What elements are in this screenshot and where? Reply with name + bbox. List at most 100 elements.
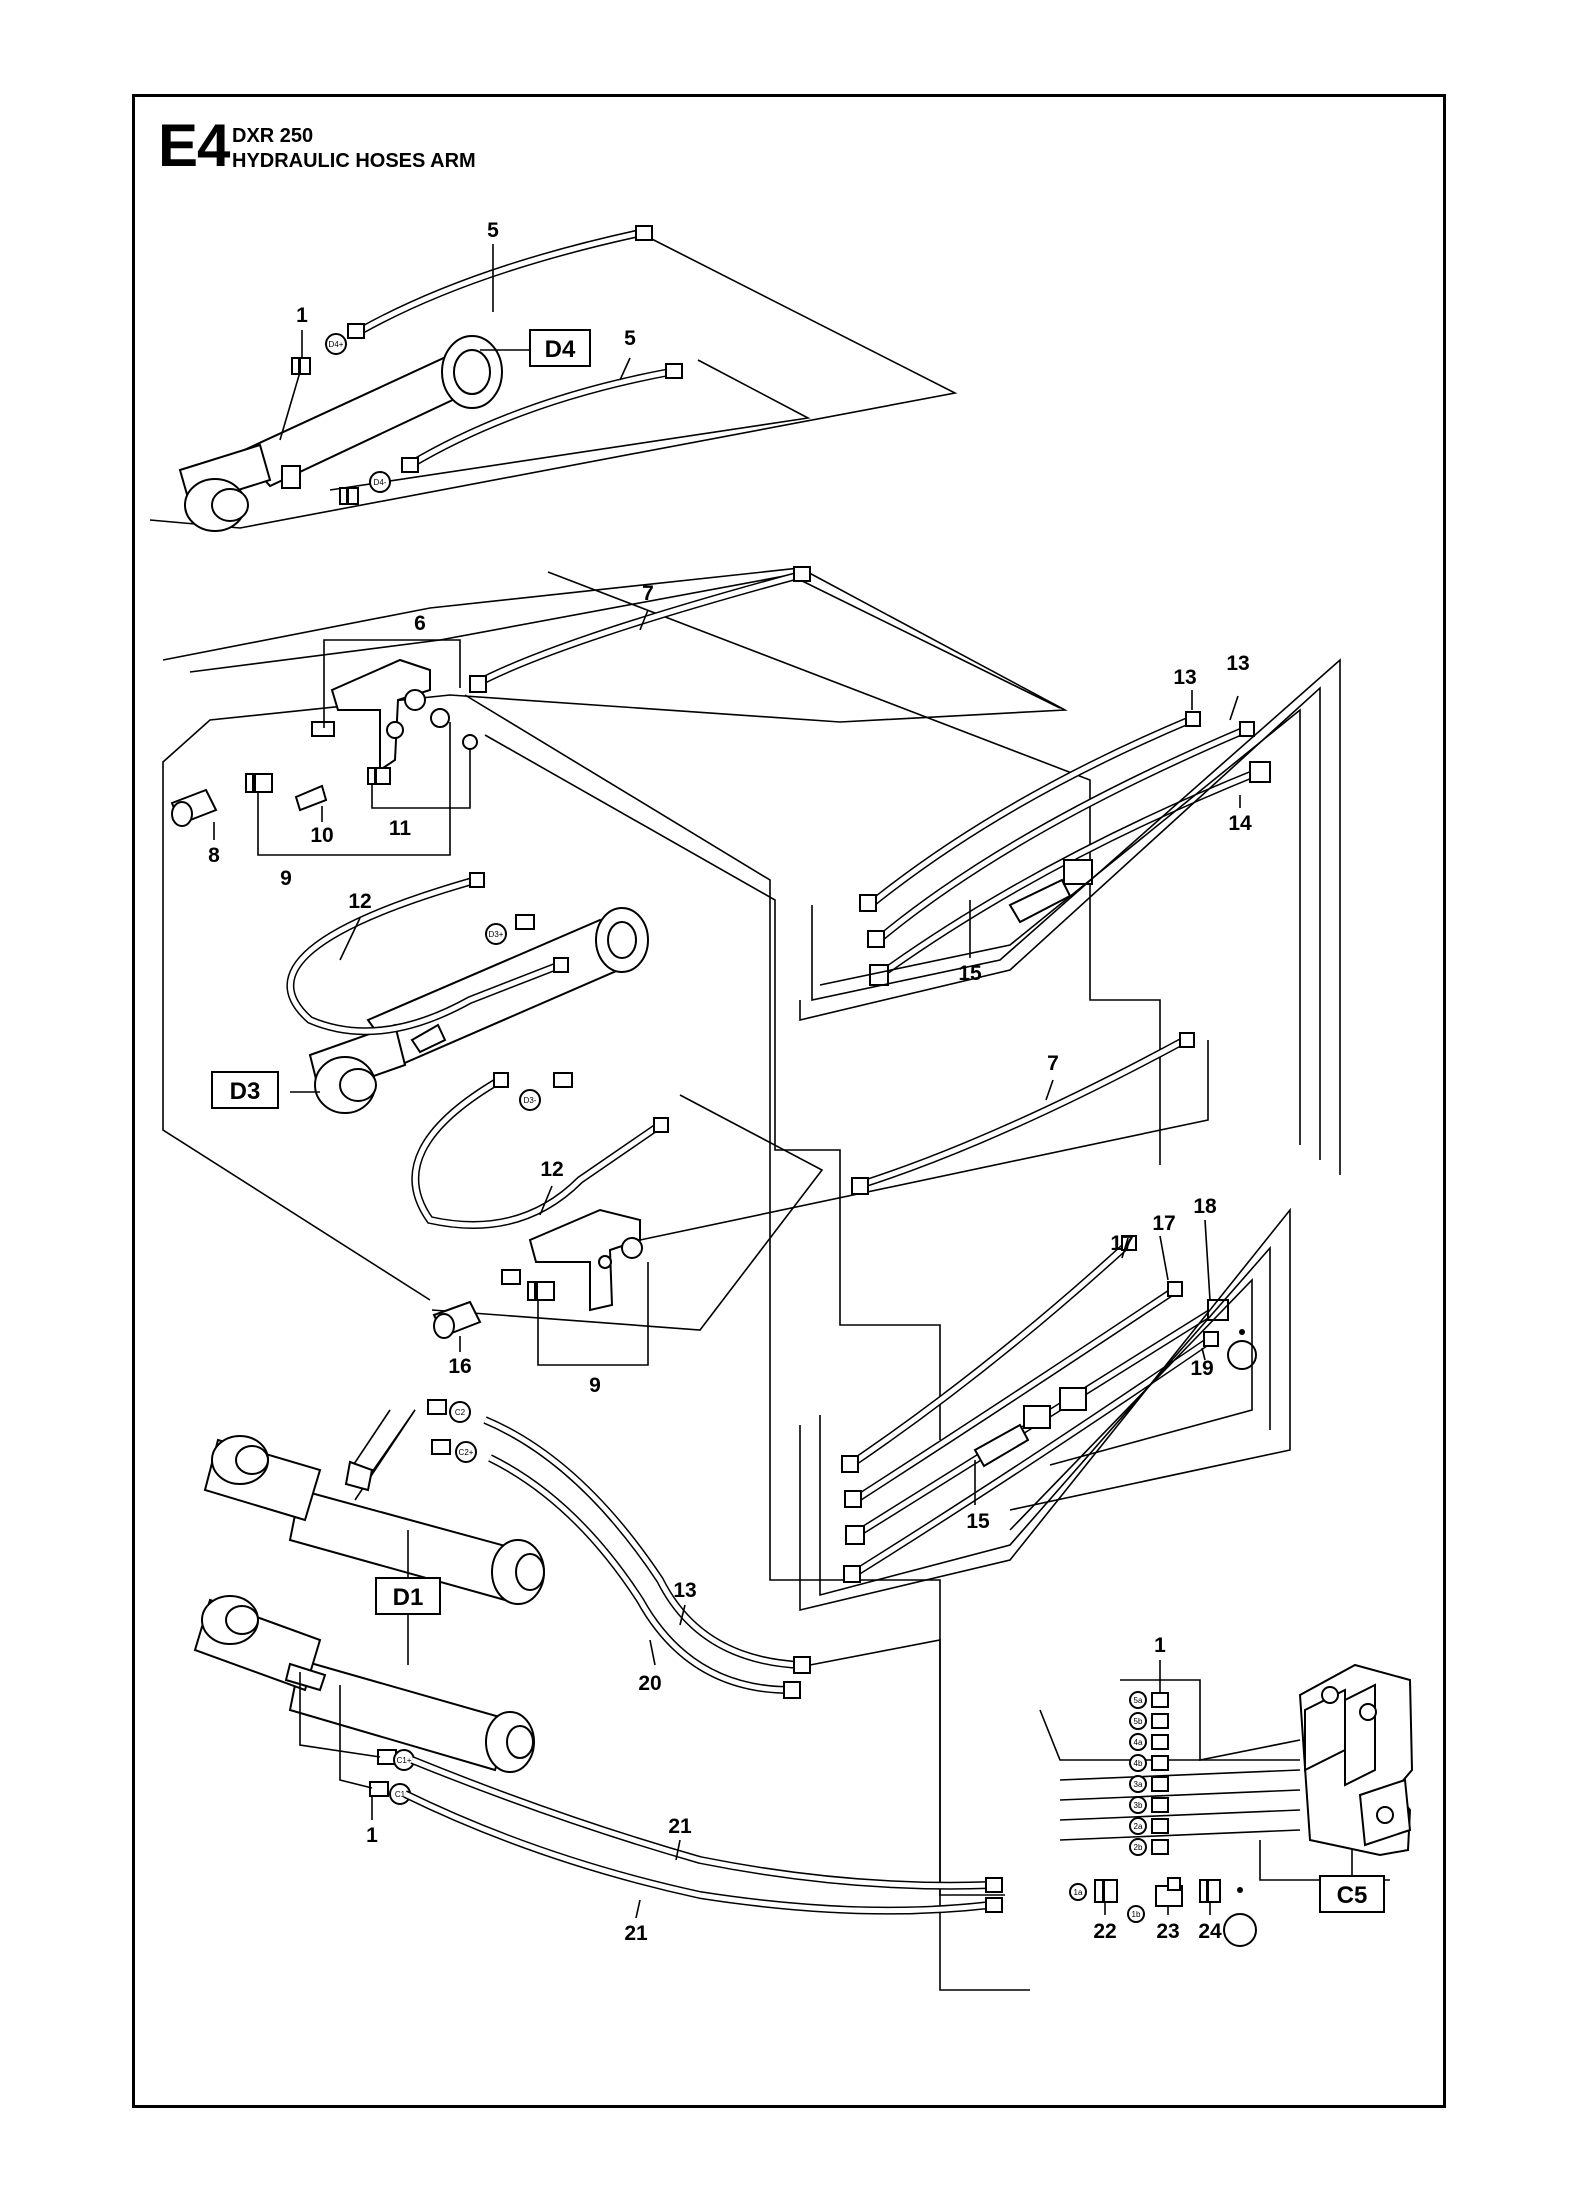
callout-12: 12 xyxy=(348,890,371,913)
callout-13: 13 xyxy=(1226,652,1249,675)
hose-5-upper xyxy=(360,229,641,334)
bundle-outline xyxy=(811,658,1341,1175)
cylinder-d4 xyxy=(178,335,503,532)
port-label-2b: 2b xyxy=(1134,1843,1143,1852)
group-d4-cylinder: D4+ D4- xyxy=(149,225,958,532)
cap-19 xyxy=(1227,1340,1257,1370)
adapter-9b xyxy=(527,1281,555,1301)
fitting-20-end xyxy=(783,1681,801,1699)
dot-24 xyxy=(1237,1887,1243,1893)
fitting-13c-end xyxy=(793,1656,811,1674)
callout-24: 24 xyxy=(1198,1920,1222,1943)
callout-19: 19 xyxy=(1190,1357,1213,1380)
adapter-1-top-b xyxy=(339,487,359,505)
group-outline-lower-a xyxy=(431,1094,824,1331)
callout-14: 14 xyxy=(1228,812,1252,835)
cylinder-d1-lower xyxy=(193,1595,535,1773)
fitting-21b-end xyxy=(985,1897,1003,1913)
hose-7-upper xyxy=(476,571,802,687)
port-label-4a: 4a xyxy=(1134,1738,1143,1747)
port-label: C2+ xyxy=(459,1448,474,1457)
callout-20: 20 xyxy=(638,1672,661,1695)
hose-7-lower xyxy=(858,1036,1187,1189)
port-label: D3- xyxy=(524,1096,537,1105)
callout-9: 9 xyxy=(280,867,292,890)
fitting-7b-start xyxy=(851,1177,869,1195)
callout-7: 7 xyxy=(1047,1052,1059,1075)
leader-13c xyxy=(679,1604,686,1626)
valve-port-4b xyxy=(1129,1754,1169,1772)
fitting-17b-end xyxy=(1167,1281,1183,1297)
callout-13: 13 xyxy=(673,1579,696,1602)
port-marker-c2 xyxy=(449,1401,471,1423)
adapter-c1 xyxy=(369,1781,389,1797)
callout-6: 6 xyxy=(414,612,426,635)
model-name: DXR 250 xyxy=(232,125,314,147)
callout-8: 8 xyxy=(208,844,220,867)
port-label-3b: 3b xyxy=(1134,1801,1143,1810)
group-outline-d4-inner xyxy=(329,359,811,491)
group-outline-lower-b xyxy=(639,1040,1209,1241)
group-outline-bracket xyxy=(189,574,1061,709)
control-valve-c5: 5a 5b 4a 4b 3a 3b 2a xyxy=(1039,1660,1414,1947)
hose-12-upper xyxy=(286,876,562,1036)
valve-block-6 xyxy=(330,658,431,772)
valve-block-lower xyxy=(528,1208,643,1312)
bracket-d1-lower-b xyxy=(339,1685,373,1789)
fitting-17a-start xyxy=(841,1455,859,1473)
seal-11 xyxy=(430,708,450,728)
port-label: D4+ xyxy=(329,340,344,349)
fitting-13b-end xyxy=(1239,721,1255,737)
port-label-3a: 3a xyxy=(1134,1780,1143,1789)
fitting-19-start xyxy=(843,1565,861,1583)
adapter-24 xyxy=(1199,1879,1221,1903)
valve-port-3a xyxy=(1129,1775,1169,1793)
cylinder-d3 xyxy=(308,907,649,1114)
c5-lines-b xyxy=(1039,1709,1300,1761)
bracket-6 xyxy=(323,639,461,728)
plug-16 xyxy=(432,1300,482,1339)
port-label-5a: 5a xyxy=(1134,1696,1143,1705)
leader-21b xyxy=(635,1899,641,1919)
fitting-5-end xyxy=(635,225,653,241)
cylinder-d1-upper xyxy=(203,1435,545,1605)
ref-box-c5-label: C5 xyxy=(1337,1882,1368,1909)
fitting-5b-end xyxy=(665,363,683,379)
port-label-1b: 1b xyxy=(1132,1910,1141,1919)
valve-port-5b xyxy=(1129,1712,1169,1730)
leader-12a xyxy=(339,917,361,961)
connector-15b xyxy=(1023,1405,1051,1429)
c5-lines-d xyxy=(1059,1789,1301,1801)
hose-bundle-13-15 xyxy=(799,658,1341,1175)
leader-21a xyxy=(675,1839,681,1861)
leader-18 xyxy=(1204,1219,1211,1301)
bracket-9b xyxy=(537,1262,649,1366)
callout-23: 23 xyxy=(1156,1920,1179,1943)
group-d3: D3+ D3- xyxy=(162,566,1161,1991)
adapter-c2-plus xyxy=(431,1439,451,1455)
port-label: C2 xyxy=(455,1408,466,1417)
leader-7b xyxy=(1045,1079,1054,1101)
callout-17: 17 xyxy=(1152,1212,1175,1235)
port-label: D4- xyxy=(374,478,387,487)
bracket-d1-lower xyxy=(299,1672,381,1758)
leader-20 xyxy=(649,1639,656,1666)
ref-box-d3-label: D3 xyxy=(230,1078,261,1105)
plug-10 xyxy=(294,784,328,812)
adapter-c2 xyxy=(427,1399,447,1415)
c5-lines-e xyxy=(1059,1809,1301,1821)
connector-15 xyxy=(1063,859,1093,885)
leader-12b xyxy=(539,1185,553,1216)
adapter-22 xyxy=(1094,1879,1118,1903)
adapter-d3-a xyxy=(515,914,535,930)
bundle-outline-c xyxy=(819,708,1301,1145)
callout-9: 9 xyxy=(589,1374,601,1397)
route-13-20 xyxy=(809,1639,1005,1896)
port-label-5b: 5b xyxy=(1134,1717,1143,1726)
callout-11: 11 xyxy=(389,817,412,840)
port-label: C1+ xyxy=(397,1756,412,1765)
c5-lines xyxy=(1120,1679,1301,1761)
ref-box-d4 xyxy=(529,329,591,367)
hose-21 xyxy=(403,1756,1003,1919)
